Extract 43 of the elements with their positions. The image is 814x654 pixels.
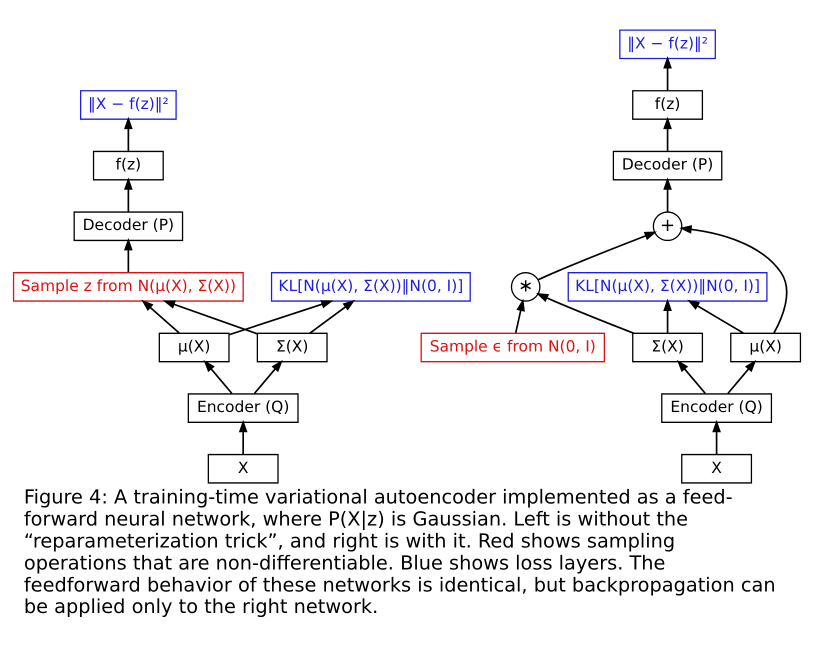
node-box: Encoder (Q) [188, 392, 299, 422]
node-box: Sample z from N(μ(X), Σ(X)) [12, 272, 244, 302]
arrow [727, 359, 756, 394]
node-box: X [208, 453, 279, 484]
arrow [538, 231, 657, 280]
node-box: μ(X) [158, 332, 230, 362]
node-box: ‖X − f(z)‖² [619, 29, 716, 59]
arrow [536, 292, 634, 334]
arrow [254, 359, 283, 394]
node-box: f(z) [632, 90, 704, 120]
node-circle: + [652, 210, 682, 241]
node-box: Sample ϵ from N(0, I) [420, 332, 605, 362]
node-box: X [681, 453, 752, 484]
node-box: KL[N(μ(X), Σ(X))‖N(0, I)] [270, 272, 471, 302]
arrow [663, 298, 672, 332]
arrow [663, 56, 672, 90]
arrow [203, 359, 232, 394]
arrow [679, 224, 788, 333]
arrow [238, 419, 248, 454]
arrow [712, 419, 721, 454]
node-box: μ(X) [730, 332, 802, 362]
arrow [124, 116, 133, 150]
node-box: Σ(X) [632, 332, 704, 362]
node-box: Decoder (P) [612, 150, 722, 180]
node-box: Decoder (P) [74, 210, 184, 241]
arrow [228, 300, 334, 336]
node-box: Σ(X) [256, 332, 328, 362]
arrow [663, 176, 672, 211]
caption: Figure 4: A training-time variational autoencoder implemented as a feed-forward neural network, where P(X|z) is Gaussian. Left is without the “reparameterization trick”, and right is with it. Red shows sampling operations that are non-differentiable. Blue shows loss layers. The feedforward behavior of these networks is identical, but backpropagation can be applied only to the right network. [24, 485, 776, 618]
arrow [514, 298, 525, 332]
node-box: f(z) [92, 150, 164, 180]
arrow [687, 299, 744, 334]
arrow [310, 299, 356, 334]
node-circle: ∗ [510, 272, 541, 302]
node-box: KL[N(μ(X), Σ(X))‖N(0, I)] [568, 272, 768, 302]
arrow [141, 299, 180, 334]
node-box: Encoder (Q) [661, 392, 772, 422]
arrow [124, 237, 133, 272]
arrow [663, 116, 672, 150]
arrow [124, 176, 133, 211]
node-box: ‖X − f(z)‖² [80, 90, 177, 120]
arrow [676, 359, 706, 394]
arrow [162, 300, 258, 334]
